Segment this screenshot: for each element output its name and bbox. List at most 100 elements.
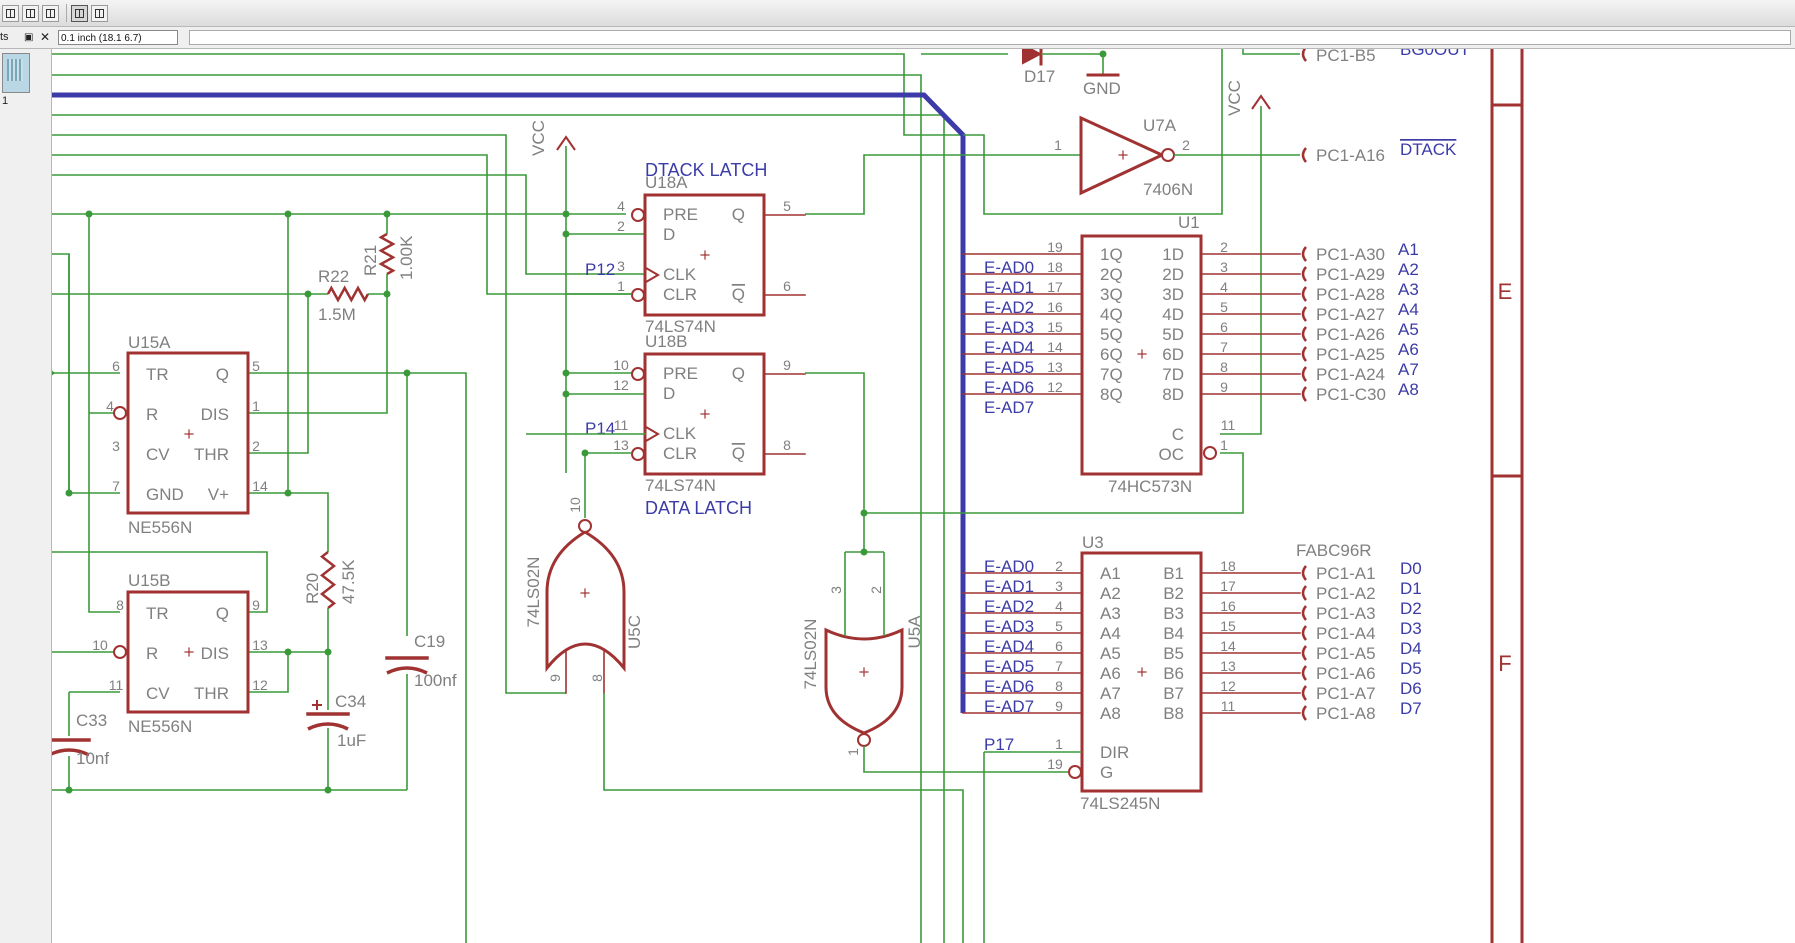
u15b-pin-num: 13 — [252, 637, 268, 653]
b5-connector-label: PC1-B5 — [1316, 49, 1376, 65]
u3-pin-a: A1 — [1100, 564, 1121, 583]
connector-contact — [1301, 266, 1307, 282]
u18b-pin-clk: CLK — [663, 424, 697, 443]
u18a-pin-num: 4 — [617, 198, 625, 214]
u3-pin-b: B7 — [1163, 684, 1184, 703]
u3-connector-label: PC1-A3 — [1316, 604, 1376, 623]
u15a-pin-num: 7 — [112, 478, 120, 494]
u18a-pin-clk: CLK — [663, 265, 697, 284]
u5a-pin-num: 1 — [845, 748, 861, 756]
command-input[interactable] — [189, 30, 1791, 45]
u3-pin-num: 14 — [1220, 638, 1236, 654]
u5c-pin-num: 10 — [567, 497, 583, 513]
u5a-value: 74LS02N — [801, 619, 820, 690]
u15a-pin-cv: CV — [146, 445, 170, 464]
u3-signal-label: D6 — [1400, 679, 1422, 698]
u1-net-label: E-AD2 — [984, 298, 1034, 317]
net-wire — [52, 134, 566, 694]
layout-three-icon[interactable] — [42, 4, 59, 22]
u15a-value: NE556N — [128, 518, 192, 537]
u18b-pin-pre: PRE — [663, 364, 698, 383]
u3-connector-label: PC1-A1 — [1316, 564, 1376, 583]
frame-zone-f: F — [1498, 651, 1511, 676]
u15b-pin-thr: THR — [194, 684, 229, 703]
u3-body — [1080, 551, 1203, 793]
connector-contact — [1301, 306, 1307, 322]
r21-value: 1.00K — [397, 235, 416, 280]
u3-signal-label: D3 — [1400, 619, 1422, 638]
connector-contact — [1301, 286, 1307, 302]
r20-name: R20 — [303, 573, 322, 604]
u3-pin-b: B6 — [1163, 664, 1184, 683]
u15a-pin-num: 1 — [252, 398, 260, 414]
u5a-pin-num: 2 — [868, 586, 884, 594]
u15b-pin-num: 8 — [116, 597, 124, 613]
u1-pin-num: 17 — [1047, 279, 1063, 295]
vcc-arrow — [556, 135, 576, 151]
c19-name: C19 — [414, 632, 445, 651]
u3-pin-num: 17 — [1220, 578, 1236, 594]
u1-connector-label: PC1-A26 — [1316, 325, 1385, 344]
layout-panel-icon[interactable] — [71, 4, 88, 22]
sheet-thumbnail[interactable] — [2, 53, 30, 93]
u15b-pin-num: 11 — [109, 677, 124, 693]
u1-pin-num: 4 — [1220, 279, 1228, 295]
u18a-pin-num: 6 — [783, 278, 791, 294]
u3-connector-label: PC1-A4 — [1316, 624, 1376, 643]
u3-net-label: E-AD0 — [984, 557, 1034, 576]
u1-value: 74HC573N — [1108, 477, 1192, 496]
net-wire — [52, 74, 922, 943]
u18b-title: DATA LATCH — [645, 498, 752, 518]
layout-two-icon[interactable] — [22, 4, 39, 22]
net-wire — [88, 214, 120, 613]
u18b-pin-num: 9 — [783, 357, 791, 373]
u3-name: U3 — [1082, 533, 1104, 552]
layout-split-icon[interactable] — [91, 4, 108, 22]
connector-contact — [1301, 685, 1307, 701]
u1-pin-num: 11 — [1221, 417, 1236, 433]
net-wire — [249, 651, 289, 693]
inversion-bubble — [1068, 765, 1082, 779]
u1-pin-num: 3 — [1220, 259, 1228, 275]
u1-pin-d: 2D — [1162, 265, 1184, 284]
u1-connector-label: PC1-A24 — [1316, 365, 1385, 384]
u7a-value: 7406N — [1143, 180, 1193, 199]
layout-one-icon[interactable] — [2, 4, 19, 22]
net-wire — [963, 49, 1223, 215]
u18a-pin-num: 1 — [617, 278, 625, 294]
u18b-value: 74LS74N — [645, 476, 716, 495]
u3-pin-a: A7 — [1100, 684, 1121, 703]
u1-signal-label: A6 — [1398, 340, 1419, 359]
net-wire — [1242, 49, 1300, 55]
u1-connector-label: PC1-C30 — [1316, 385, 1386, 404]
u3-pin-num: 6 — [1055, 638, 1063, 654]
net-wire — [52, 154, 632, 295]
u7a-pin-num: 2 — [1182, 137, 1190, 153]
u5c-name: U5C — [625, 615, 644, 649]
schematic-svg[interactable]: EFU15ANE556NTRRCVGNDQDISTHRV+643751214U1… — [52, 49, 1795, 943]
toolbar — [0, 0, 1795, 27]
u3-connector-label: PC1-A7 — [1316, 684, 1376, 703]
sheets-panel-tab[interactable]: ts ▣ ✕ — [0, 29, 52, 46]
u1-name: U1 — [1178, 213, 1200, 232]
connector-contact — [1301, 565, 1307, 581]
u18a-pin-pre: PRE — [663, 205, 698, 224]
u1-signal-label: A4 — [1398, 300, 1419, 319]
u18a-pin-num: 3 — [617, 258, 625, 274]
close-icon[interactable]: ✕ — [40, 30, 51, 44]
float-panel-icon[interactable]: ▣ — [24, 32, 34, 43]
grid-coordinate-display[interactable]: 0.1 inch (18.1 6.7) — [58, 30, 178, 45]
u3-pin-num: 5 — [1055, 618, 1063, 634]
c19-value: 100nf — [414, 671, 457, 690]
u3-pin-a: A2 — [1100, 584, 1121, 603]
u3-net-label: E-AD3 — [984, 617, 1034, 636]
u5c-pin-num: 9 — [547, 674, 563, 682]
u1-connector-label: PC1-A25 — [1316, 345, 1385, 364]
u3-pin-a: A3 — [1100, 604, 1121, 623]
data-bus — [52, 92, 966, 713]
net-wire — [864, 452, 1244, 514]
capacitor-c19-curved-plate — [386, 666, 428, 675]
d17-name: D17 — [1024, 67, 1055, 86]
u1-pin-q: 4Q — [1100, 305, 1123, 324]
